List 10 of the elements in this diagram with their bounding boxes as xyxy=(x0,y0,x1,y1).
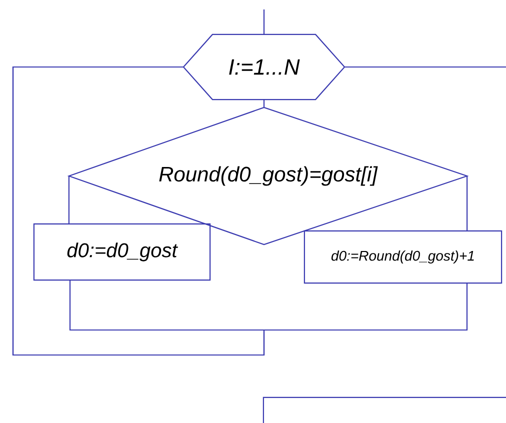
connector-line xyxy=(12,66,468,356)
process-box: d0:=Round(d0_gost)+1 xyxy=(304,230,502,284)
connector-line xyxy=(68,176,70,224)
loop-hexagon: I:=1...N xyxy=(182,34,346,100)
connector-line xyxy=(263,9,265,34)
process-box xyxy=(262,396,506,423)
connector-line xyxy=(263,100,265,108)
connector-line xyxy=(344,66,506,68)
process-box: d0:=d0_gost xyxy=(33,223,211,281)
connector-line xyxy=(466,176,468,231)
